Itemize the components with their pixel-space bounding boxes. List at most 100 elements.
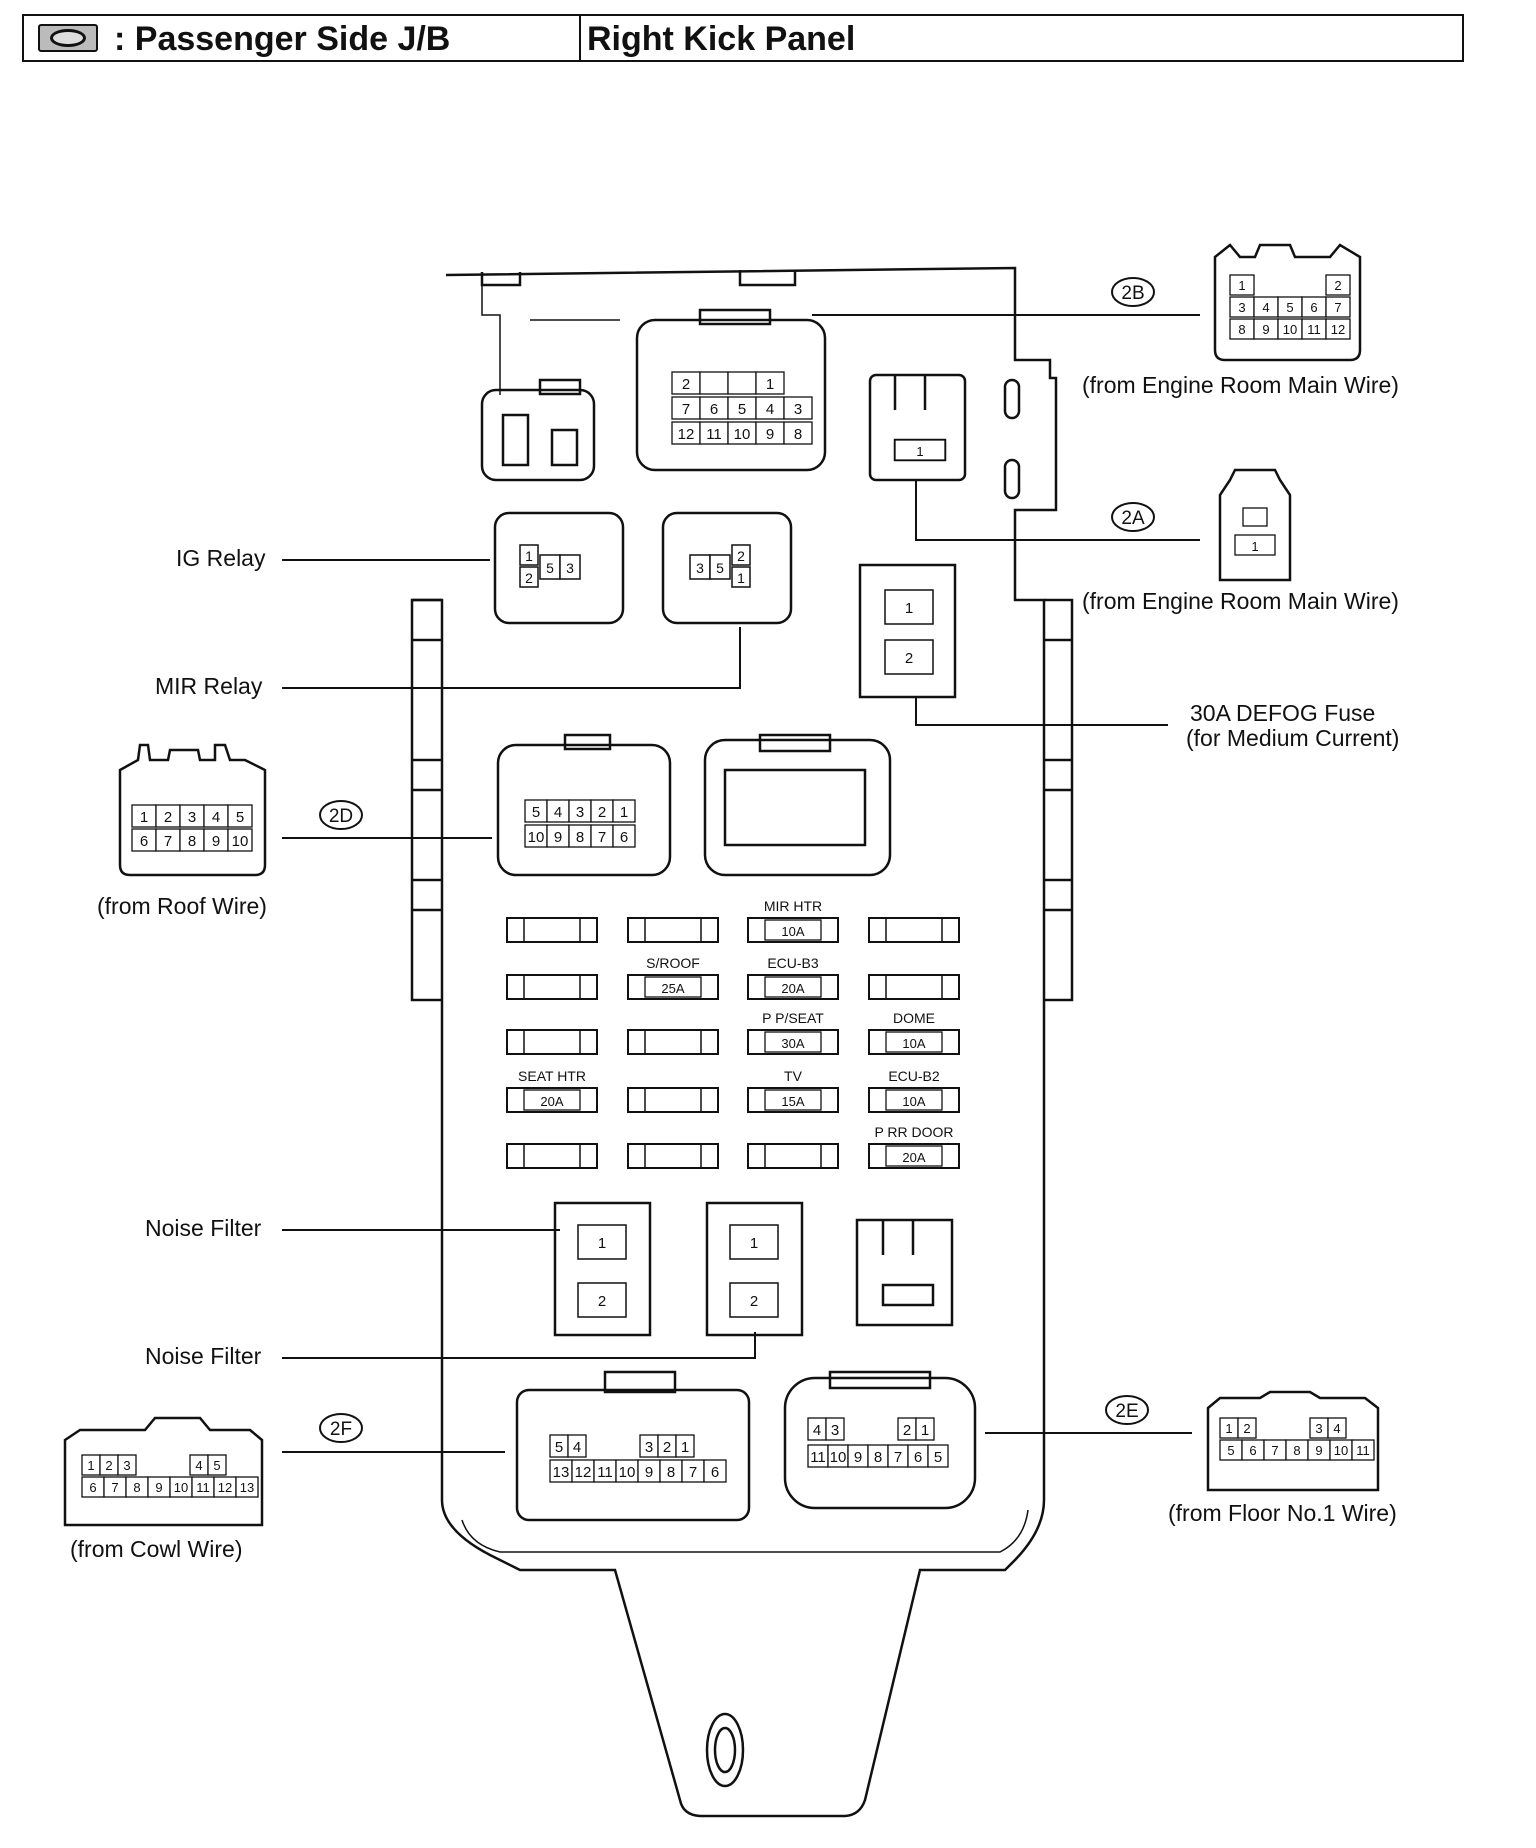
socket-2B-pin-cell (699, 371, 729, 395)
fuse-slot (747, 1143, 839, 1169)
socket-2E-pin-number: 9 (854, 1449, 862, 1466)
connector-2E-socket (783, 1376, 977, 1510)
defog-fuse-pin-cell (884, 589, 934, 625)
connector-id-callout-2E: 2E (1115, 1401, 1138, 1422)
socket-2D-pin-number: 5 (532, 804, 540, 821)
socket-2B-pin-cell (783, 421, 813, 445)
ext-2B-pin-cell (1325, 274, 1351, 296)
ig-relay-socket (493, 511, 625, 625)
socket-2D-pin-number: 1 (620, 804, 628, 821)
ext-2D-pin-number: 2 (164, 809, 172, 826)
fuse-amperage: 20A (902, 1150, 925, 1165)
mir-relay-pin-cell (709, 554, 731, 580)
socket-2B-pin-number: 4 (766, 401, 774, 418)
ext-2E-pin-cell (1327, 1417, 1347, 1439)
socket-2F-pin-number: 7 (689, 1464, 697, 1481)
noise-filter-pin-cell (729, 1224, 779, 1260)
socket-2F-pin-number: 9 (645, 1464, 653, 1481)
ext-2F-pin-number: 1 (87, 1458, 94, 1473)
noise-filter-1-socket (553, 1201, 652, 1337)
defog-fuse-pin-number: 2 (905, 650, 913, 667)
fuse-amp-box (644, 976, 702, 998)
socket-2D-pin-number: 3 (576, 804, 584, 821)
ext-2E-pin-number: 3 (1315, 1421, 1322, 1436)
fuse-amp-box (764, 1031, 822, 1053)
socket-2D-pin-number: 9 (554, 829, 562, 846)
connector-id-callout-circle (1111, 502, 1155, 532)
ig-relay-pin-number: 3 (566, 560, 574, 576)
mir-relay-socket (661, 511, 793, 625)
junction-block-symbol-icon (38, 24, 98, 52)
ext-2B-pin-number: 8 (1238, 322, 1245, 337)
fuse-amp-box (885, 1145, 943, 1167)
socket-2A-pin-number: 1 (916, 444, 923, 459)
socket-2B-pin-cell (783, 396, 813, 420)
ext-2A-latch (1242, 507, 1268, 527)
ext-2E-pin-number: 7 (1271, 1443, 1278, 1458)
socket-2E-pin-number: 4 (813, 1422, 821, 1439)
ext-2D-pin-number: 4 (212, 809, 220, 826)
socket-2D-pin-number: 10 (528, 829, 545, 846)
location-title: Right Kick Panel (587, 20, 856, 58)
ext-2B-pin-cell (1325, 318, 1351, 340)
ext-2F-pin-number: 7 (111, 1480, 118, 1495)
socket-2E-pin-number: 6 (914, 1449, 922, 1466)
ext-2F-pin-number: 13 (240, 1480, 254, 1495)
socket-2B-pin-number: 8 (794, 426, 802, 443)
socket-2D-pin-number: 8 (576, 829, 584, 846)
socket-2D-pin-number: 6 (620, 829, 628, 846)
socket-2F-pin-number: 10 (619, 1464, 636, 1481)
mir-relay-pin-number: 2 (737, 548, 745, 564)
fuse-amperage: 10A (902, 1094, 925, 1109)
connector-2F-socket (515, 1388, 751, 1522)
ext-2E-pin-number: 6 (1249, 1443, 1256, 1458)
ext-2F-pin-number: 5 (213, 1458, 220, 1473)
noise-filter-pin-number: 2 (750, 1293, 758, 1310)
mir-relay-pin-cell (731, 566, 751, 588)
ext-2D-pin-cell (227, 804, 253, 828)
connector-id-callout-circle (1105, 1395, 1149, 1425)
ext-2D-pin-number: 5 (236, 809, 244, 826)
small-connector-top-left (480, 388, 596, 482)
socket-2B-pin-number: 5 (738, 401, 746, 418)
fuse-name: ECU-B2 (888, 1068, 940, 1084)
connector-id-callout-2B: 2B (1121, 283, 1144, 304)
ext-2E-pin-number: 8 (1293, 1443, 1300, 1458)
ext-2E-pin-number: 1 (1225, 1421, 1232, 1436)
leader-defog (915, 697, 1168, 726)
connector-2B-socket (635, 318, 827, 472)
ext-2B-pin-number: 11 (1307, 322, 1321, 337)
ext-2B-pin-number: 6 (1310, 300, 1317, 315)
blank-socket (855, 1218, 954, 1327)
connector-2B-source: (from Engine Room Main Wire) (1082, 372, 1399, 398)
socket-2F-pin-cell (567, 1434, 587, 1458)
ext-2F-pin-number: 10 (174, 1480, 188, 1495)
connector-id-callout-circle (1111, 277, 1155, 307)
fuse-slot (627, 917, 719, 943)
ext-2D-pin-number: 8 (188, 833, 196, 850)
fuse-slot (506, 1029, 598, 1055)
ext-2A-pin-cell (1234, 534, 1276, 556)
ext-2E-pin-number: 5 (1227, 1443, 1234, 1458)
socket-2B-pin-number: 12 (678, 426, 695, 443)
ig-relay-pin-number: 2 (525, 570, 533, 586)
defog-fuse-pin-number: 1 (905, 600, 913, 617)
ext-2E-pin-cell (1237, 1417, 1257, 1439)
fuse-amperage: 10A (781, 924, 804, 939)
ext-2B-pin-number: 1 (1238, 278, 1245, 293)
connector-id-callout-2D: 2D (329, 806, 353, 827)
mount-hole (705, 1712, 745, 1788)
ext-2B-pin-cell (1229, 274, 1255, 296)
connector-2F-source: (from Cowl Wire) (70, 1536, 243, 1562)
noise-filter-pin-cell (577, 1282, 627, 1318)
fuse-amp-box (885, 1031, 943, 1053)
socket-2B-pin-number: 11 (706, 426, 722, 443)
connector-2A-socket (868, 373, 967, 482)
socket-2E-pin-number: 10 (830, 1449, 847, 1466)
socket-2F-pin-number: 6 (711, 1464, 719, 1481)
fuse-amperage: 10A (902, 1036, 925, 1051)
defog-fuse-label: 30A DEFOG Fuse (1190, 700, 1376, 726)
socket-2E-pin-number: 1 (921, 1422, 929, 1439)
socket-2E-pin-number: 11 (810, 1449, 826, 1466)
